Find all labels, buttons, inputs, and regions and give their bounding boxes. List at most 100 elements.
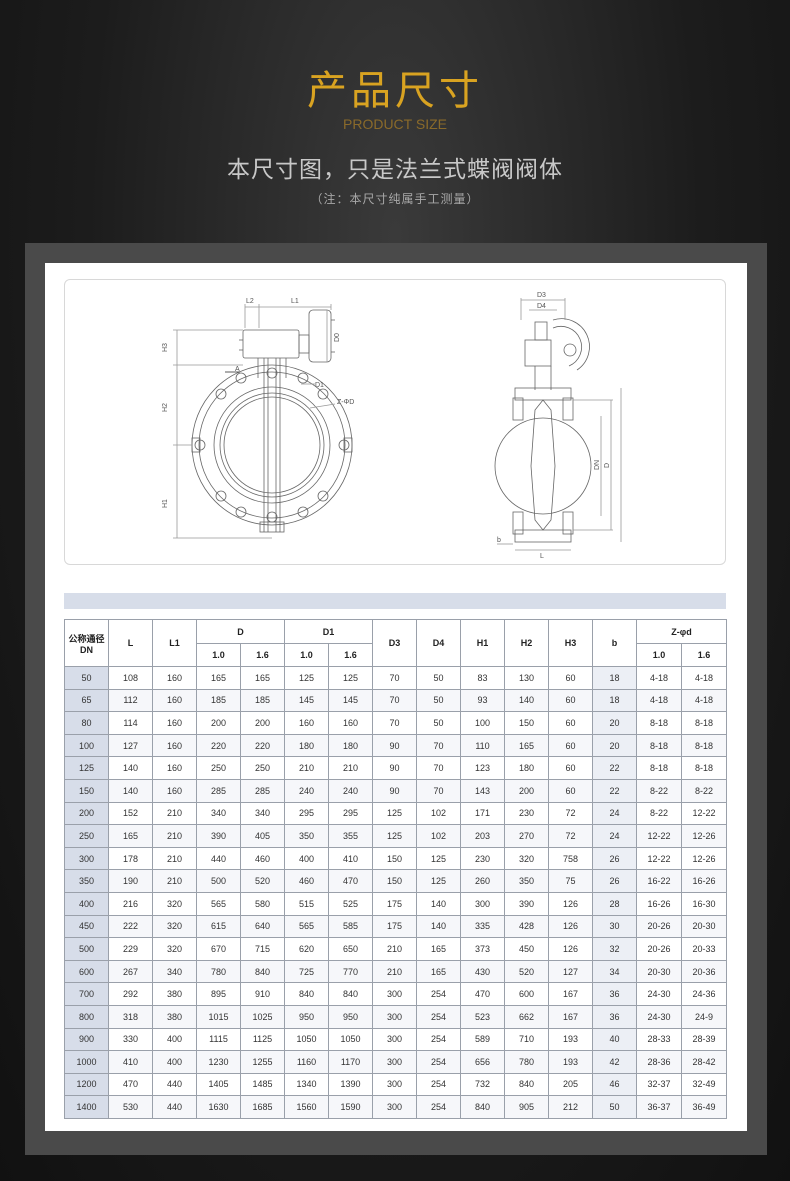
table-cell: 20-26 (636, 937, 683, 961)
header-h2: H2 (504, 619, 550, 667)
label-d4: D4 (537, 303, 546, 310)
table-cell: 732 (460, 1072, 506, 1097)
table-cell: 127 (108, 733, 153, 758)
front-view (173, 304, 353, 539)
table-cell: 1485 (240, 1072, 285, 1097)
label-h3: H3 (162, 343, 169, 352)
table-cell: 840 (327, 982, 374, 1006)
valve-drawing-svg: L2 L1 H3 D0 A D1 Z-ΦD H2 H1 D3 D4 DN D b… (162, 292, 622, 560)
table-cell: 75 (548, 869, 594, 893)
table-cell: 210 (372, 937, 418, 961)
table-cell: 240 (284, 778, 329, 803)
table-cell: 70 (372, 711, 418, 735)
table-cell: 8-22 (681, 778, 728, 803)
header-d1: D1 (283, 619, 374, 644)
table-cell: 32-37 (636, 1072, 683, 1097)
label-l1: L1 (291, 298, 299, 305)
table-cell: 440 (152, 1072, 197, 1097)
table-cell: 123 (460, 756, 506, 780)
header-l1: L1 (152, 619, 197, 667)
table-cell: 26 (592, 869, 638, 893)
table-cell: 410 (327, 846, 374, 871)
table-cell: 65 (64, 688, 109, 713)
label-h1: H1 (162, 499, 169, 508)
table-cell: 20-30 (636, 959, 683, 984)
technical-drawing: L2 L1 H3 D0 A D1 Z-ΦD H2 H1 D3 D4 DN D b… (64, 279, 726, 565)
table-cell: 1400 (64, 1095, 109, 1119)
table-cell: 212 (548, 1095, 594, 1119)
table-cell: 250 (196, 756, 241, 780)
table-cell: 185 (240, 688, 285, 713)
table-cell: 300 (372, 1050, 418, 1074)
table-cell: 110 (460, 733, 506, 758)
header-d1-p16: 1.6 (327, 643, 374, 667)
label-d1: D1 (315, 382, 324, 389)
table-cell: 150 (372, 869, 418, 893)
table-cell: 580 (240, 891, 285, 916)
table-cell: 520 (504, 959, 550, 984)
table-cell: 126 (548, 914, 594, 939)
table-cell: 320 (152, 914, 197, 939)
table-cell: 250 (240, 756, 285, 780)
table-cell: 260 (460, 869, 506, 893)
table-cell: 470 (108, 1072, 153, 1097)
table-cell: 1050 (327, 1027, 374, 1052)
table-cell: 150 (64, 778, 109, 803)
table-cell: 565 (284, 914, 329, 939)
table-cell: 165 (108, 824, 153, 848)
header-z: Z-φd (636, 619, 728, 644)
table-cell: 530 (108, 1095, 153, 1119)
table-cell: 108 (108, 666, 153, 690)
table-cell: 400 (64, 891, 109, 916)
table-cell: 640 (240, 914, 285, 939)
table-cell: 90 (372, 756, 418, 780)
table-cell: 440 (196, 846, 241, 871)
table-cell: 140 (108, 756, 153, 780)
table-cell: 4-18 (636, 666, 683, 690)
table-cell: 205 (548, 1072, 594, 1097)
label-d: D (604, 463, 611, 468)
table-cell: 50 (416, 666, 462, 690)
label-l: L (540, 553, 544, 560)
table-cell: 125 (372, 824, 418, 848)
table-cell: 300 (372, 1072, 418, 1097)
table-cell: 220 (196, 733, 241, 758)
table-cell: 1560 (284, 1095, 329, 1119)
table-cell: 230 (504, 801, 550, 826)
table-cell: 229 (108, 937, 153, 961)
table-cell: 250 (64, 824, 109, 848)
table-cell: 1160 (284, 1050, 329, 1074)
table-cell: 600 (504, 982, 550, 1006)
page-subtitle: PRODUCT SIZE (343, 116, 447, 132)
table-cell: 320 (152, 891, 197, 916)
table-cell: 405 (240, 824, 285, 848)
table-cell: 152 (108, 801, 153, 826)
table-cell: 114 (108, 711, 153, 735)
table-cell: 715 (240, 937, 285, 961)
table-cell: 70 (372, 666, 418, 690)
table-cell: 60 (548, 711, 594, 735)
table-cell: 8-18 (681, 756, 728, 780)
table-cell: 4-18 (681, 688, 728, 713)
table-cell: 100 (64, 733, 109, 758)
table-cell: 125 (372, 801, 418, 826)
table-cell: 254 (416, 1004, 462, 1029)
table-cell: 16-26 (636, 891, 683, 916)
table-cell: 20 (592, 711, 638, 735)
table-cell: 373 (460, 937, 506, 961)
table-cell: 1000 (64, 1050, 109, 1074)
table-cell: 300 (372, 1095, 418, 1119)
table-cell: 180 (504, 756, 550, 780)
header-dn: 公称通径 DN (64, 619, 109, 667)
table-cell: 662 (504, 1004, 550, 1029)
table-cell: 8-18 (636, 733, 683, 758)
table-cell: 300 (372, 1027, 418, 1052)
table-cell: 515 (284, 891, 329, 916)
table-cell: 840 (240, 959, 285, 984)
table-cell: 210 (327, 756, 374, 780)
table-cell: 60 (548, 666, 594, 690)
